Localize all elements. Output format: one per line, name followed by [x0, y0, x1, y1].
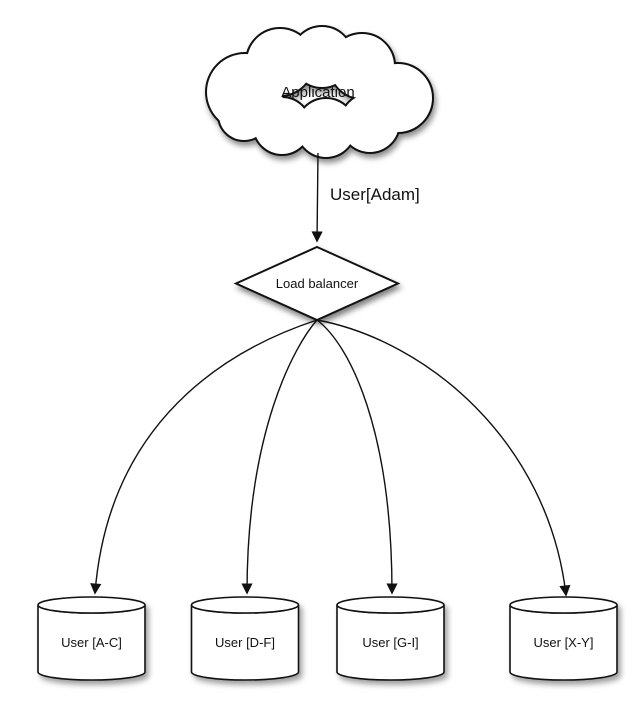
shard-label-x-y: User [X-Y]: [534, 635, 594, 650]
arrow-lb-to-shard-d-f: [241, 319, 318, 595]
arrow-lb-to-shard-g-i: [316, 319, 398, 595]
shard-label-a-c: User [A-C]: [61, 635, 122, 650]
shard-cylinder-a-c: [37, 596, 146, 681]
cylinder-top: [190, 596, 300, 614]
arrow-lb-to-shard-x-y: [316, 319, 571, 597]
shard-cylinder-d-f: [190, 596, 300, 681]
shard-cylinder-g-i: [336, 596, 445, 681]
shard-label-g-i: User [G-I]: [362, 635, 418, 650]
cylinder-top: [509, 596, 618, 614]
load-balancer-label: Load balancer: [276, 276, 359, 291]
application-label: Application: [281, 84, 354, 101]
shard-cylinder-x-y: [509, 596, 618, 681]
application-cloud-node: [205, 25, 434, 159]
arrow-lb-to-shard-a-c: [90, 319, 318, 595]
cloud-icon: [205, 25, 434, 159]
cylinder-top: [37, 596, 146, 614]
shard-label-d-f: User [D-F]: [215, 635, 275, 650]
cylinder-top: [336, 596, 445, 614]
arrow-application-to-load-balancer: [311, 152, 323, 243]
request-edge-label: User[Adam]: [330, 185, 420, 204]
